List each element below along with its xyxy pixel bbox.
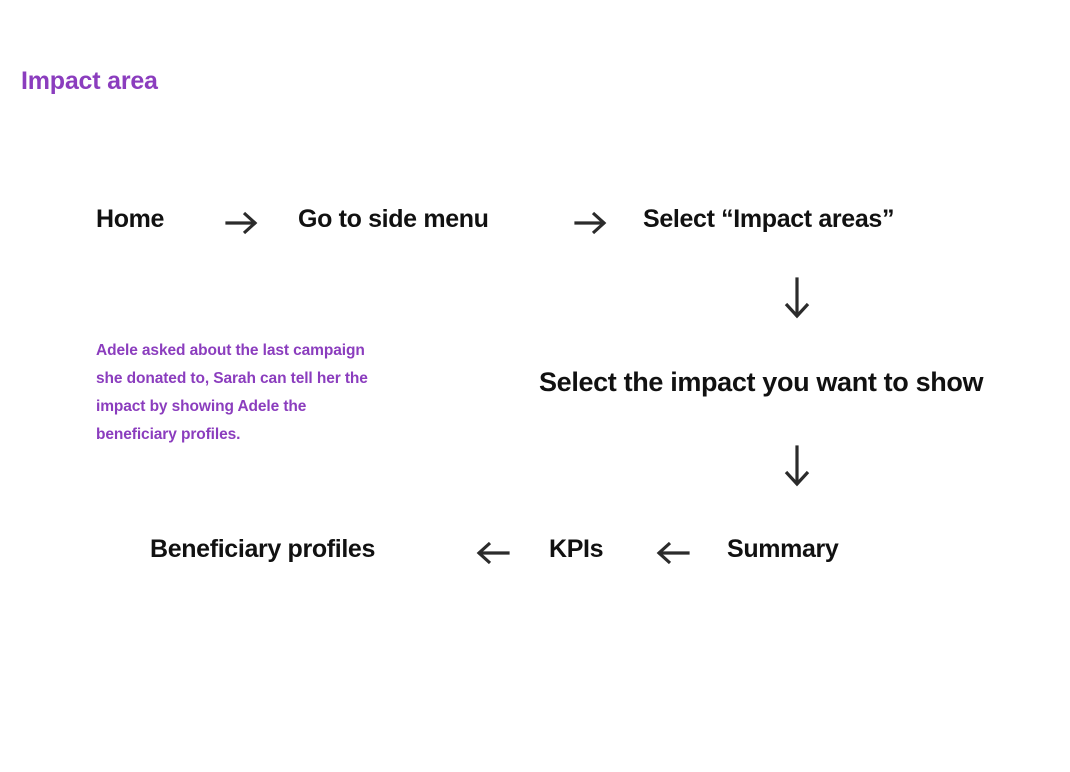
arrow-down-icon: [775, 443, 819, 491]
flow-step-home[interactable]: Home: [96, 205, 165, 233]
flow-step-select-impact-areas[interactable]: Select “Impact areas”: [643, 205, 895, 233]
annotation-line: impact by showing Adele the: [96, 398, 307, 415]
annotation-note: Adele asked about the last campaign she …: [96, 337, 461, 449]
annotation-line: she donated to, Sarah can tell her the: [96, 370, 368, 387]
arrow-left-icon: [650, 533, 694, 573]
page-title: Impact area: [21, 67, 158, 95]
annotation-line: Adele asked about the last campaign: [96, 342, 365, 359]
flow-step-go-to-side-menu[interactable]: Go to side menu: [298, 205, 489, 233]
flow-step-kpis[interactable]: KPIs: [549, 535, 604, 563]
arrow-right-icon: [222, 203, 262, 243]
arrow-left-icon: [470, 533, 514, 573]
annotation-line: beneficiary profiles.: [96, 426, 241, 443]
flow-step-beneficiary-profiles[interactable]: Beneficiary profiles: [150, 535, 376, 563]
flow-step-summary[interactable]: Summary: [727, 535, 839, 563]
flow-step-select-the-impact[interactable]: Select the impact you want to show: [539, 367, 984, 397]
arrow-right-icon: [571, 203, 611, 243]
arrow-down-icon: [775, 275, 819, 323]
